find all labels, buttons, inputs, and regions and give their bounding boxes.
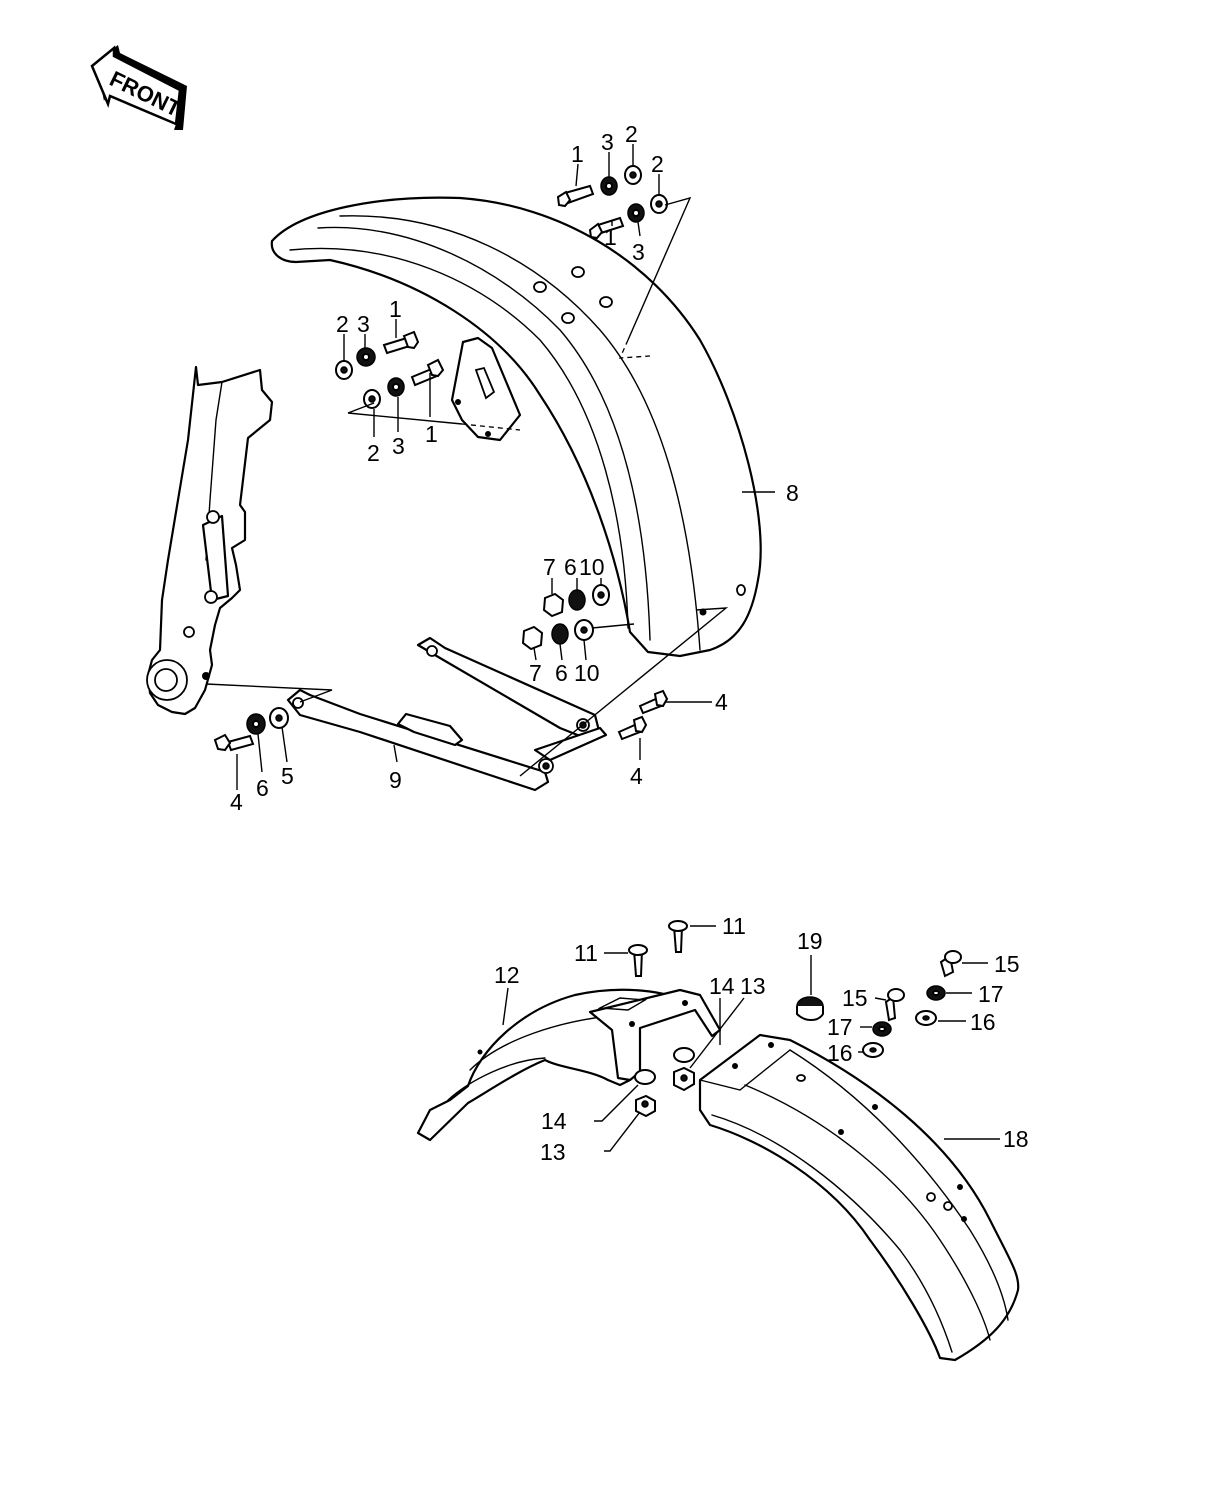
callout-label: 17 [978, 981, 1004, 1007]
callout-label: 11 [722, 913, 746, 939]
callout-label: 6 [256, 775, 269, 801]
front-fender-bracket [450, 336, 522, 442]
callout-label: 1 [425, 421, 438, 447]
bolt-icon [213, 733, 255, 752]
bolt-icon [556, 184, 595, 208]
callout-label: 10 [574, 660, 600, 686]
bolt-icon [588, 216, 625, 240]
callout-labels: 1 3 2 2 1 3 2 3 1 2 3 1 8 7 6 10 7 6 10 … [230, 121, 1029, 1165]
callout-label: 17 [827, 1014, 853, 1040]
callout-label: 1 [389, 296, 402, 322]
rear-hardware [628, 920, 962, 1118]
front-arrow-icon: FRONT [90, 45, 187, 130]
callout-label: 16 [970, 1009, 996, 1035]
callout-label: 3 [601, 129, 614, 155]
callout-label: 6 [564, 554, 577, 580]
bolt-icon [884, 988, 905, 1022]
callout-label: 12 [494, 962, 520, 988]
callout-label: 3 [357, 311, 370, 337]
front-leaders [205, 144, 775, 790]
callout-label: 2 [625, 121, 638, 147]
callout-label: 9 [389, 767, 402, 793]
bolt-icon [668, 920, 688, 953]
callout-label: 14 [541, 1108, 567, 1134]
callout-label: 4 [715, 689, 728, 715]
callout-label: 6 [555, 660, 568, 686]
bolt-icon [939, 950, 962, 978]
callout-label: 11 [574, 940, 598, 966]
front-fender [270, 196, 762, 658]
callout-label: 5 [281, 763, 294, 789]
callout-label: 7 [529, 660, 542, 686]
callout-label: 4 [630, 763, 643, 789]
rear-fender-front-section [416, 988, 722, 1142]
stay-hardware [213, 584, 669, 752]
callout-label: 3 [392, 433, 405, 459]
callout-label: 13 [540, 1139, 566, 1165]
callout-label: 7 [543, 554, 556, 580]
callout-label: 2 [336, 311, 349, 337]
callout-label: 18 [1003, 1126, 1029, 1152]
callout-label: 4 [230, 789, 243, 815]
bolt-icon [617, 715, 648, 741]
bolt-icon [410, 358, 445, 387]
callout-label: 1 [571, 141, 584, 167]
bolt-icon [638, 689, 669, 715]
callout-label: 13 [740, 973, 766, 999]
callout-label: 2 [651, 151, 664, 177]
callout-label: 16 [827, 1040, 853, 1066]
callout-label: 1 [604, 224, 617, 250]
callout-label: 14 [709, 973, 735, 999]
fender-stay [286, 636, 608, 792]
callout-label: 15 [842, 985, 868, 1011]
callout-label: 10 [579, 554, 605, 580]
callout-label: 3 [632, 239, 645, 265]
callout-label: 19 [797, 928, 823, 954]
bolt-icon [628, 944, 648, 977]
callout-label: 15 [994, 951, 1020, 977]
callout-label: 2 [367, 440, 380, 466]
bolt-icon [382, 330, 420, 355]
rear-leaders [502, 925, 1000, 1152]
rear-fender [698, 1033, 1020, 1362]
callout-label: 8 [786, 480, 799, 506]
front-fork-leg [146, 365, 274, 716]
front-hardware [335, 165, 668, 409]
